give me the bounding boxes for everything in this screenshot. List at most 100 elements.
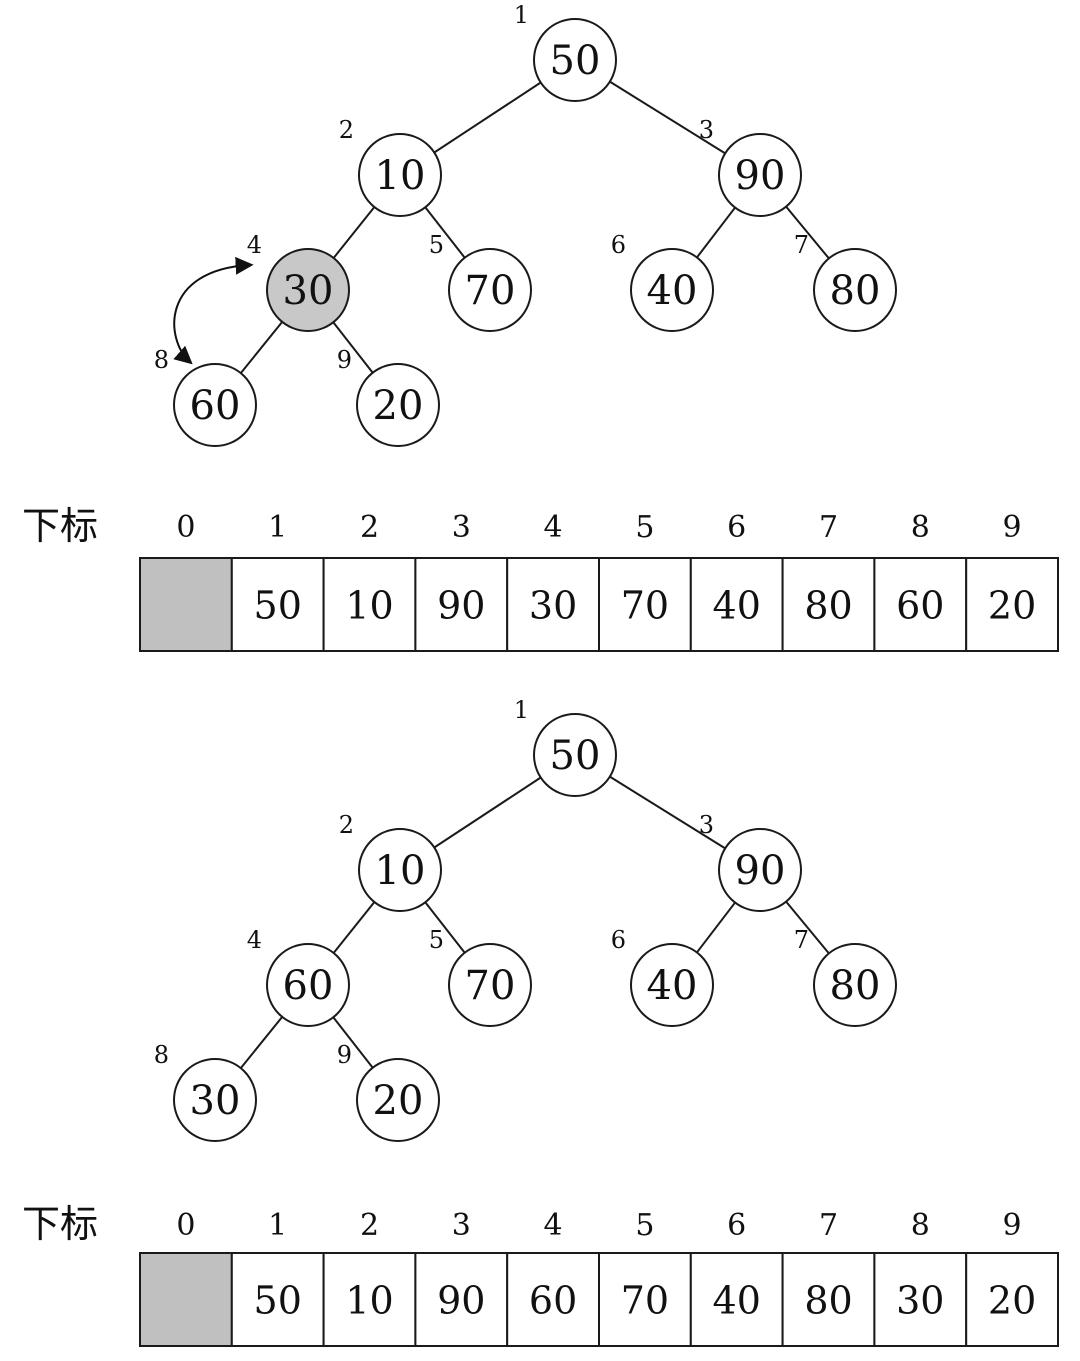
node-value: 10 [375, 153, 426, 199]
array-cell [689, 1252, 784, 1347]
array-value: 50 [254, 584, 302, 628]
array-index: 9 [1003, 1208, 1022, 1243]
tree-edge [609, 80, 726, 155]
node-index: 3 [699, 116, 714, 144]
array-index: 4 [544, 510, 563, 545]
tree-node: 60 8 [154, 346, 257, 447]
node-value: 10 [375, 848, 426, 894]
array-index: 8 [911, 1208, 930, 1243]
array-value: 70 [621, 584, 669, 628]
node-value: 60 [190, 383, 241, 429]
node-index: 8 [154, 346, 169, 374]
node-index: 2 [339, 811, 354, 839]
node-index: 9 [337, 346, 352, 374]
array-index: 5 [635, 1208, 654, 1243]
tree-edge [609, 775, 726, 850]
tree-node: 70 5 [429, 231, 532, 332]
node-circle [448, 248, 532, 332]
tree-node: 40 6 [611, 926, 714, 1027]
array-index-label: 下标 [22, 504, 98, 548]
array-value: 70 [621, 1279, 669, 1323]
array-index: 9 [1003, 510, 1022, 545]
node-index: 1 [514, 696, 529, 724]
node-index: 4 [247, 231, 262, 259]
array-index: 8 [911, 510, 930, 545]
node-value: 90 [735, 153, 786, 199]
node-circle [533, 18, 617, 102]
node-index: 4 [247, 926, 262, 954]
array-index: 7 [819, 1208, 838, 1243]
array-cell [598, 1252, 692, 1347]
node-value: 80 [830, 268, 881, 314]
tree-edge [785, 205, 830, 260]
array-index: 4 [544, 1208, 563, 1243]
array-value: 60 [896, 584, 944, 628]
node-circle [173, 1058, 257, 1142]
tree-node: 80 7 [794, 926, 897, 1027]
array-value: 10 [345, 584, 393, 628]
node-circle [718, 828, 802, 912]
tree-edge [696, 901, 736, 954]
node-index: 5 [429, 926, 444, 954]
array-index: 1 [268, 1208, 287, 1243]
tree-node: 102 [339, 116, 442, 217]
array-value: 80 [804, 584, 852, 628]
array-index: 2 [360, 510, 379, 545]
array-value: 10 [345, 1279, 393, 1323]
node-circle [533, 713, 617, 797]
tree-edge [332, 321, 374, 374]
tree-node: 20 9 [337, 346, 440, 447]
array-value: 20 [988, 584, 1036, 628]
array-value: 30 [529, 584, 577, 628]
node-index: 9 [337, 1041, 352, 1069]
node-index: 7 [794, 926, 809, 954]
tree-node: 209 [337, 1041, 440, 1142]
tree-node: 60 4 [247, 926, 350, 1027]
tree-edge [424, 206, 466, 259]
array-cell [230, 557, 325, 652]
array-cell [965, 1252, 1060, 1347]
node-circle [718, 133, 802, 217]
array-cell [414, 1252, 509, 1347]
node-circle [266, 248, 350, 332]
node-circle [813, 943, 897, 1027]
node-value: 70 [465, 268, 516, 314]
array-cell [965, 557, 1060, 652]
tree-node: 705 [429, 926, 532, 1027]
array-cell [873, 1252, 968, 1347]
tree-node: 501 [514, 1, 617, 102]
node-value: 50 [550, 733, 601, 779]
node-index: 5 [429, 231, 444, 259]
node-value: 60 [283, 963, 334, 1009]
node-index: 6 [611, 231, 626, 259]
array-index: 6 [727, 510, 746, 545]
tree-edge [433, 776, 542, 849]
array-value: 60 [529, 1279, 577, 1323]
tree-edge [696, 206, 736, 259]
tree-edge [332, 901, 376, 954]
node-index: 6 [611, 926, 626, 954]
node-value: 30 [190, 1078, 241, 1124]
array-index: 3 [452, 510, 471, 545]
swap-arrow [173, 256, 254, 365]
tree-edge [240, 1016, 283, 1069]
node-value: 40 [647, 963, 698, 1009]
tree-node: 903 [699, 811, 802, 912]
array-cell [781, 557, 876, 652]
node-value: 90 [735, 848, 786, 894]
tree-edge [433, 81, 542, 154]
node-value: 80 [830, 963, 881, 1009]
tree-edge [332, 1016, 374, 1069]
node-index: 7 [794, 231, 809, 259]
node-value: 40 [647, 268, 698, 314]
array-value: 80 [804, 1279, 852, 1323]
tree-node: 308 [154, 1041, 257, 1142]
node-value: 20 [373, 383, 424, 429]
array-index-label: 下标 [22, 1202, 98, 1246]
tree-edge [785, 900, 830, 955]
node-circle [356, 363, 440, 447]
array-value: 90 [437, 584, 485, 628]
array-index: 7 [819, 510, 838, 545]
